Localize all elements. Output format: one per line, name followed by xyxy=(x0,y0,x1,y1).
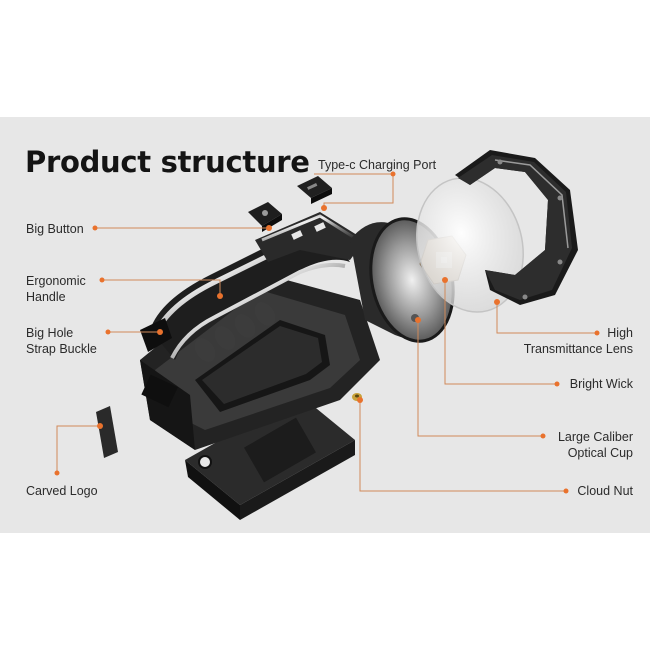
page-title: Product structure xyxy=(25,145,310,179)
label-type-c-charging-port: Type-c Charging Port xyxy=(318,158,437,172)
front-bezel xyxy=(455,150,578,305)
label-cup-line1: Large Caliber xyxy=(557,430,633,444)
label-strap-line1: Big Hole xyxy=(26,326,74,340)
label-transmittance-lens: High Transmittance Lens xyxy=(524,325,633,357)
ergonomic-handle xyxy=(150,231,350,362)
carved-logo-plate xyxy=(96,406,118,458)
lamp-base xyxy=(185,395,355,520)
label-strap-line2: Strap Buckle xyxy=(26,342,97,356)
top-cover xyxy=(255,212,365,262)
leader-dots xyxy=(54,171,600,494)
label-carved-logo: Carved Logo xyxy=(26,484,98,498)
type-c-cover-part xyxy=(297,176,332,204)
label-optical-cup: Large Caliber Optical Cup xyxy=(558,429,633,461)
label-cup-line2: Optical Cup xyxy=(567,446,633,460)
main-housing xyxy=(140,270,380,450)
label-big-button: Big Button xyxy=(26,222,84,236)
label-cloud-nut: Cloud Nut xyxy=(577,484,633,498)
label-ergonomic-line1: Ergonomic xyxy=(26,274,86,288)
label-ergonomic-line2: Handle xyxy=(26,290,66,304)
label-ergonomic-handle: Ergonomic Handle xyxy=(26,273,86,305)
label-strap-buckle: Big Hole Strap Buckle xyxy=(26,325,97,357)
label-bright-wick: Bright Wick xyxy=(569,377,633,391)
label-lens-line1: High xyxy=(607,326,633,340)
strap-buckle xyxy=(140,318,172,352)
label-lens-line2: Transmittance Lens xyxy=(523,342,633,356)
